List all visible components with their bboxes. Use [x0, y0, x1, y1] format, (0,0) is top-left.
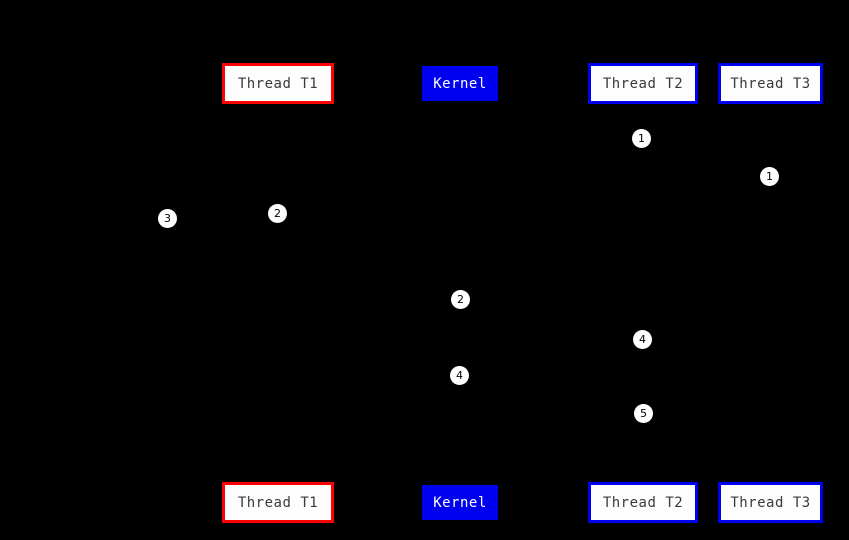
participant-label: Kernel	[433, 75, 487, 92]
message-arrow-t2-to-kernel	[460, 145, 643, 151]
message-arrow-kernel-to-t2	[460, 411, 643, 417]
step-marker-4: 4	[450, 366, 469, 385]
step-marker-1: 1	[760, 167, 779, 186]
step-marker-5: 5	[634, 404, 653, 423]
message-arrow-t3-to-kernel	[460, 183, 770, 189]
participant-top-t1[interactable]: Thread T1	[222, 63, 334, 104]
lifeline-ll-t1	[278, 104, 279, 482]
participant-label: Thread T1	[237, 494, 319, 511]
participant-top-kernel[interactable]: Kernel	[422, 66, 498, 101]
participant-label: Thread T2	[602, 494, 684, 511]
step-marker-3: 3	[158, 209, 177, 228]
lifeline-ll-t3	[770, 104, 771, 482]
participant-label: Thread T1	[237, 75, 319, 92]
participant-top-t3[interactable]: Thread T3	[718, 63, 823, 104]
participant-bottom-t1b[interactable]: Thread T1	[222, 482, 334, 523]
step-marker-2: 2	[451, 290, 470, 309]
message-arrow-t1-to-kernel	[278, 373, 460, 379]
step-marker-2: 2	[268, 204, 287, 223]
participant-top-t2[interactable]: Thread T2	[588, 63, 698, 104]
participant-label: Kernel	[433, 494, 487, 511]
participant-label: Thread T2	[602, 75, 684, 92]
lifeline-ll-t2	[643, 104, 644, 482]
message-arrow-kernel-to-t2	[460, 337, 643, 343]
participant-bottom-kernelb[interactable]: Kernel	[422, 485, 498, 520]
message-arrow-kernel-to-t1	[278, 221, 460, 227]
participant-bottom-t3b[interactable]: Thread T3	[718, 482, 823, 523]
step-marker-4: 4	[633, 330, 652, 349]
participant-label: Thread T3	[730, 75, 811, 92]
message-arrow-t1-to-kernel	[278, 297, 460, 303]
participant-bottom-t2b[interactable]: Thread T2	[588, 482, 698, 523]
participant-label: Thread T3	[730, 494, 811, 511]
step-marker-1: 1	[632, 129, 651, 148]
